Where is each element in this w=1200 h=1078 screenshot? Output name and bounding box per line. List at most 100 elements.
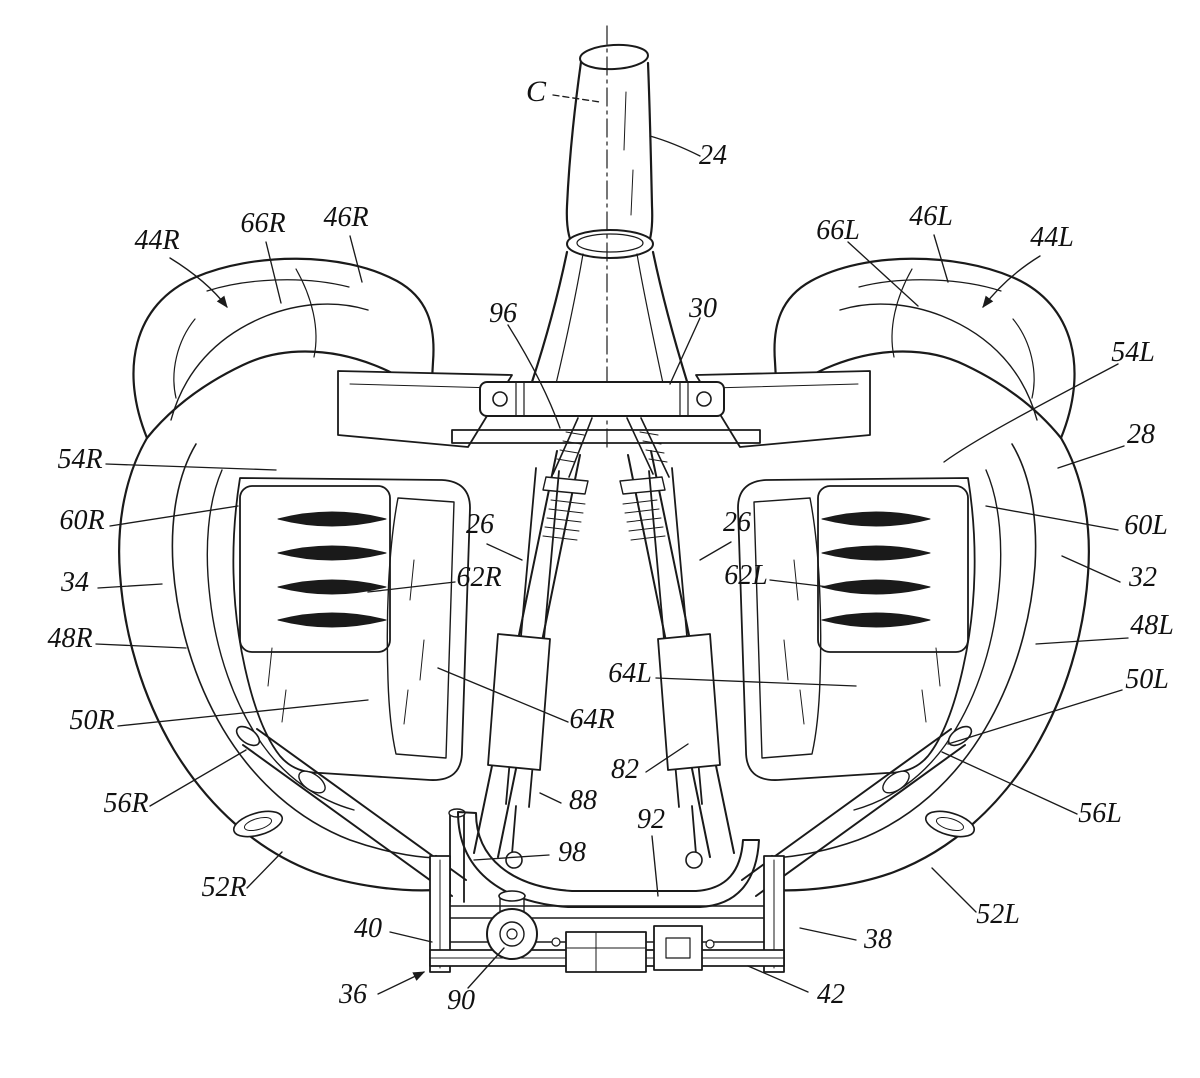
ref-label-64l: 64L xyxy=(608,658,652,689)
lower-bumper-tube xyxy=(741,728,966,897)
leader-50l xyxy=(947,689,1123,745)
leader-92 xyxy=(651,835,659,897)
air-deflector-panel xyxy=(337,370,513,448)
ref-label-52r: 52R xyxy=(201,872,246,903)
ref-label-60r: 60R xyxy=(59,505,104,536)
ref-label-48r: 48R xyxy=(47,623,92,654)
ref-label-98: 98 xyxy=(558,837,586,868)
column-joint-collar xyxy=(566,229,654,259)
ref-label-50l: 50L xyxy=(1125,664,1169,695)
fender-inner-line xyxy=(839,303,1038,421)
ref-label-36: 36 xyxy=(338,979,367,1010)
frame-bolt xyxy=(705,939,715,949)
ref-label-56l: 56L xyxy=(1078,798,1122,829)
tube-sleeve xyxy=(298,770,326,794)
leader-46l xyxy=(933,234,949,283)
tube-end-cap xyxy=(947,725,973,747)
ref-label-32: 32 xyxy=(1128,562,1157,593)
crossbar-bolt xyxy=(696,391,712,407)
leader-38 xyxy=(799,927,857,941)
leader-34 xyxy=(97,583,163,589)
fender-crease xyxy=(295,268,317,358)
ref-label-26b: 26 xyxy=(723,507,751,538)
tie-rod-boot-ridges xyxy=(556,431,668,463)
leader-48l xyxy=(1035,637,1129,645)
leader-c xyxy=(552,94,601,103)
side-panel-inner xyxy=(771,443,1037,859)
ref-label-38: 38 xyxy=(863,924,892,955)
ref-label-64r: 64R xyxy=(569,704,614,735)
vent-louver xyxy=(277,511,387,527)
support-plate xyxy=(451,429,761,444)
reference-labels: C 24 66R 46R 44R 66L 46L 44L 96 30 54L 2… xyxy=(47,75,1173,1016)
leader-66r xyxy=(265,241,282,304)
column-lower-flare xyxy=(528,250,691,390)
fender-inner-line-2 xyxy=(206,279,350,292)
frame-bolt xyxy=(551,937,561,947)
electronics-box xyxy=(565,931,647,973)
relay-box-inner xyxy=(665,937,691,959)
inner-rect-panel xyxy=(753,497,822,759)
leader-48r xyxy=(95,643,187,649)
panel-texture-lines xyxy=(783,559,941,725)
fender-shell xyxy=(773,257,1076,440)
arm-clamp xyxy=(619,476,666,495)
inner-rect-panel xyxy=(386,497,455,759)
deflector-inner-line xyxy=(711,383,859,389)
ref-label-44l: 44L xyxy=(1030,222,1074,253)
fender-shell xyxy=(132,257,435,440)
vent-mesh xyxy=(817,485,969,653)
leader-98 xyxy=(473,854,550,861)
ref-label-92: 92 xyxy=(637,804,665,835)
air-deflector-panel xyxy=(695,370,871,448)
leader-44l xyxy=(982,255,1041,308)
ref-label-62l: 62L xyxy=(724,560,768,591)
ref-label-50r: 50R xyxy=(69,705,114,736)
vent-louver xyxy=(821,579,931,595)
leader-52r xyxy=(246,851,283,889)
side-panel-inner-2 xyxy=(206,469,355,811)
vent-louver xyxy=(821,545,931,561)
fender-edge-line xyxy=(1012,318,1035,399)
relay-box xyxy=(653,925,703,971)
leader-60r xyxy=(109,505,239,527)
ref-label-42: 42 xyxy=(817,979,845,1010)
ref-label-62r: 62R xyxy=(456,562,501,593)
ref-label-82: 82 xyxy=(611,754,639,785)
column-top-cap xyxy=(579,43,649,71)
tie-rod-pair-l xyxy=(626,417,670,478)
side-panel-outer xyxy=(770,436,1090,892)
column-joint-inner xyxy=(576,233,644,253)
arm-boot-ridges xyxy=(542,499,586,541)
strut-lower-link xyxy=(511,805,517,855)
vent-louver xyxy=(277,545,387,561)
ref-label-52l: 52L xyxy=(976,899,1020,930)
foot-pad-inner xyxy=(935,816,965,832)
ref-label-88: 88 xyxy=(569,785,597,816)
foot-pad-inner xyxy=(243,816,273,832)
crossbar-brackets xyxy=(515,381,689,417)
strut-eyelet xyxy=(505,851,523,869)
vent-louver xyxy=(277,579,387,595)
ref-label-46r: 46R xyxy=(323,202,368,233)
leader-46r xyxy=(349,235,363,283)
leader-82 xyxy=(645,743,689,773)
strut-lower-link xyxy=(691,805,697,855)
pump-body-inner xyxy=(499,921,525,947)
leader-28 xyxy=(1057,445,1125,469)
lower-bumper-tube xyxy=(242,728,467,897)
side-panel-inner-2 xyxy=(853,469,1002,811)
fender-inner-line-2 xyxy=(858,279,1002,292)
ref-label-40: 40 xyxy=(354,913,382,944)
ref-label-26a: 26 xyxy=(466,509,494,540)
leader-66l xyxy=(847,241,919,307)
column-flare-inner-lines xyxy=(554,253,665,389)
leader-54l xyxy=(943,363,1119,463)
leader-40 xyxy=(389,931,433,943)
ref-label-30: 30 xyxy=(688,293,717,324)
ref-label-54r: 54R xyxy=(57,444,102,475)
leader-lines xyxy=(95,94,1129,995)
arm-boot-ridges xyxy=(622,499,666,541)
leader-90 xyxy=(467,947,505,989)
